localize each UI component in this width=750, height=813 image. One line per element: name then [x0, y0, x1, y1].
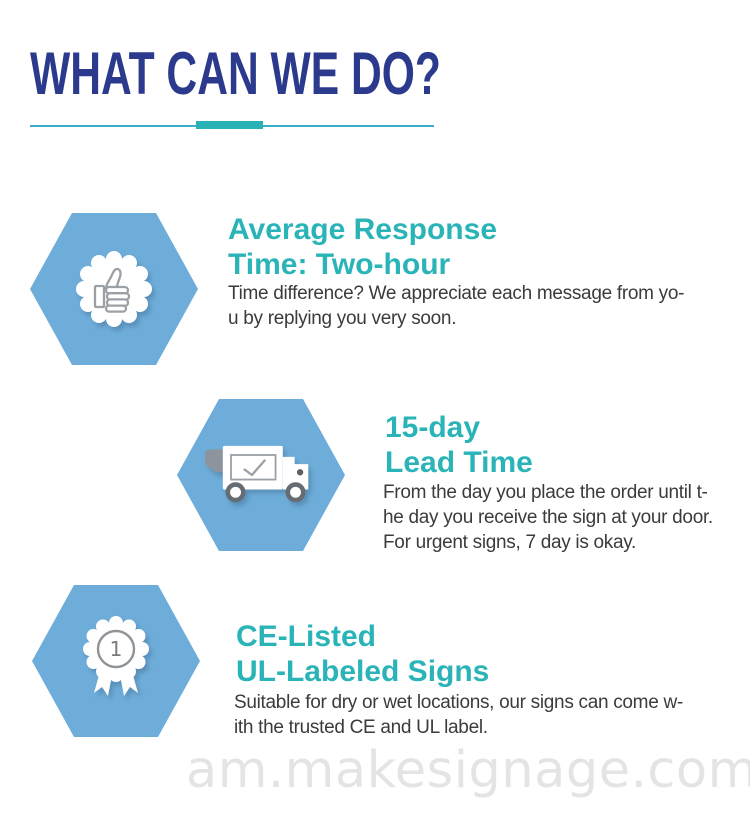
- description-line: For urgent signs, 7 day is okay.: [383, 532, 637, 553]
- description-line: ith the trusted CE and UL label.: [234, 717, 488, 738]
- description-line: u by replying you very soon.: [228, 308, 457, 329]
- description-line: Time difference? We appreciate each mess…: [228, 283, 685, 304]
- description-response-time: Time difference? We appreciate each mess…: [228, 281, 684, 331]
- hexagon-certifications: 1: [32, 585, 200, 737]
- description-line: From the day you place the order until t…: [383, 482, 708, 503]
- heading-line: Lead Time: [385, 446, 533, 479]
- title-divider-accent: [196, 121, 263, 129]
- hexagon-response-time: [30, 213, 198, 365]
- heading-line: Average Response: [228, 213, 498, 246]
- description-line: Suitable for dry or wet locations, our s…: [234, 692, 683, 713]
- page-title: WHAT CAN WE DO?: [30, 40, 441, 107]
- description-lead-time: From the day you place the order until t…: [383, 480, 713, 555]
- heading-lead-time: 15-day Lead Time: [385, 410, 533, 480]
- thumbs-up-seal-icon: [76, 251, 152, 327]
- heading-line: Time: Two-hour: [228, 248, 451, 281]
- svg-text:1: 1: [110, 637, 123, 661]
- heading-certifications: CE-Listed UL-Labeled Signs: [236, 619, 489, 689]
- watermark-text: am.makesignage.com: [186, 741, 750, 800]
- heading-line: UL-Labeled Signs: [236, 655, 490, 688]
- description-certifications: Suitable for dry or wet locations, our s…: [234, 690, 683, 740]
- delivery-truck-icon: [205, 445, 309, 503]
- heading-response-time: Average Response Time: Two-hour: [228, 212, 497, 282]
- first-place-medal-icon: 1: [83, 616, 149, 696]
- description-line: he day you receive the sign at your door…: [383, 507, 713, 528]
- heading-line: CE-Listed: [236, 620, 377, 653]
- heading-line: 15-day: [385, 411, 481, 444]
- hexagon-lead-time: [177, 399, 345, 551]
